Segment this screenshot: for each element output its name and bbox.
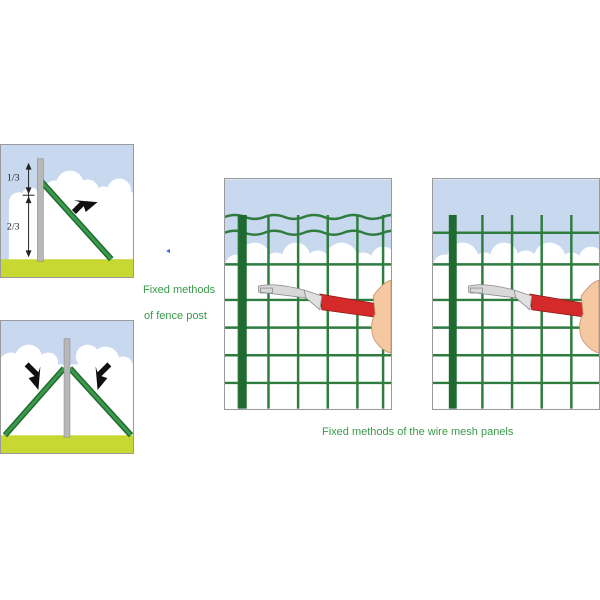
- ground: [1, 435, 133, 453]
- wire-mesh-clip-illustration-right: [433, 179, 599, 409]
- left-support-arrow-icon: [24, 362, 41, 390]
- fence-post: [238, 214, 247, 409]
- fence-post-caption-line2: of fence post: [144, 310, 207, 322]
- fence-post: [37, 158, 44, 262]
- hand: [579, 279, 599, 354]
- ground: [1, 259, 133, 277]
- fence-post: [63, 338, 71, 438]
- fence-post-brace-illustration: 1/3 2/3: [1, 145, 133, 277]
- clip-tool: [468, 284, 590, 319]
- hand: [371, 279, 391, 354]
- wire-mesh-panel-left: [224, 178, 392, 410]
- clouds: [225, 242, 391, 409]
- pointer-marker-icon: [166, 249, 170, 253]
- wire-mesh-clip-illustration-left: [225, 179, 391, 409]
- wire-mesh: [433, 214, 599, 409]
- fence-post-brace-panel-bottom: [0, 320, 134, 454]
- lower-ratio-label: 2/3: [7, 222, 20, 233]
- right-support-arrow-icon: [95, 362, 112, 390]
- fence-post-caption-line1: Fixed methods: [143, 284, 216, 296]
- fence-post-brace-panel-top: 1/3 2/3: [0, 144, 134, 278]
- upper-ratio-label: 1/3: [7, 172, 20, 183]
- mesh-panels-caption: Fixed methods of the wire mesh panels: [322, 426, 514, 438]
- wire-mesh-panel-right: [432, 178, 600, 410]
- fence-post-double-brace-illustration: [1, 321, 133, 453]
- fence-post: [448, 214, 457, 409]
- support-arrow-icon: [71, 200, 98, 214]
